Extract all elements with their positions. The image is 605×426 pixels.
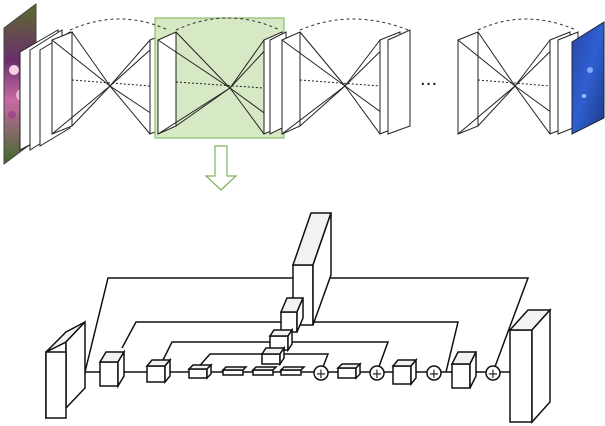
encoder-cube-3 <box>187 363 213 380</box>
hourglass-detail: + + + + <box>45 212 552 424</box>
adder-icon: + <box>485 365 501 382</box>
svg-text:+: + <box>372 367 383 382</box>
output-block <box>508 308 552 424</box>
encoder-cube-1 <box>98 349 126 389</box>
adder-icon: + <box>426 365 442 382</box>
encoder-cube-6 <box>279 366 306 376</box>
adders: + + + + <box>313 365 501 382</box>
input-block <box>45 320 86 420</box>
decoder-cube-3 <box>450 351 478 389</box>
encoder-cube-4 <box>221 366 248 376</box>
svg-text:+: + <box>488 367 499 382</box>
output-heatmap <box>571 21 605 135</box>
svg-text:+: + <box>316 367 327 382</box>
adder-icon: + <box>313 365 329 382</box>
decoder-blocks <box>336 351 478 389</box>
top-row: ··· <box>3 3 605 165</box>
expand-arrow <box>204 145 238 191</box>
svg-text:+: + <box>429 367 440 382</box>
top-skip-arcs <box>69 17 577 31</box>
decoder-cube-1 <box>336 362 362 380</box>
encoder-cube-5 <box>251 366 278 376</box>
decoder-cube-2 <box>391 357 418 387</box>
hourglass-module-3 <box>281 29 411 135</box>
center-stack <box>260 297 305 367</box>
hourglass-module-1 <box>51 31 171 135</box>
encoder-cube-2 <box>145 357 172 385</box>
encoder-blocks <box>98 349 306 389</box>
adder-icon: + <box>369 365 385 382</box>
ellipsis-label: ··· <box>420 74 437 95</box>
hourglass-module-last <box>457 31 579 135</box>
